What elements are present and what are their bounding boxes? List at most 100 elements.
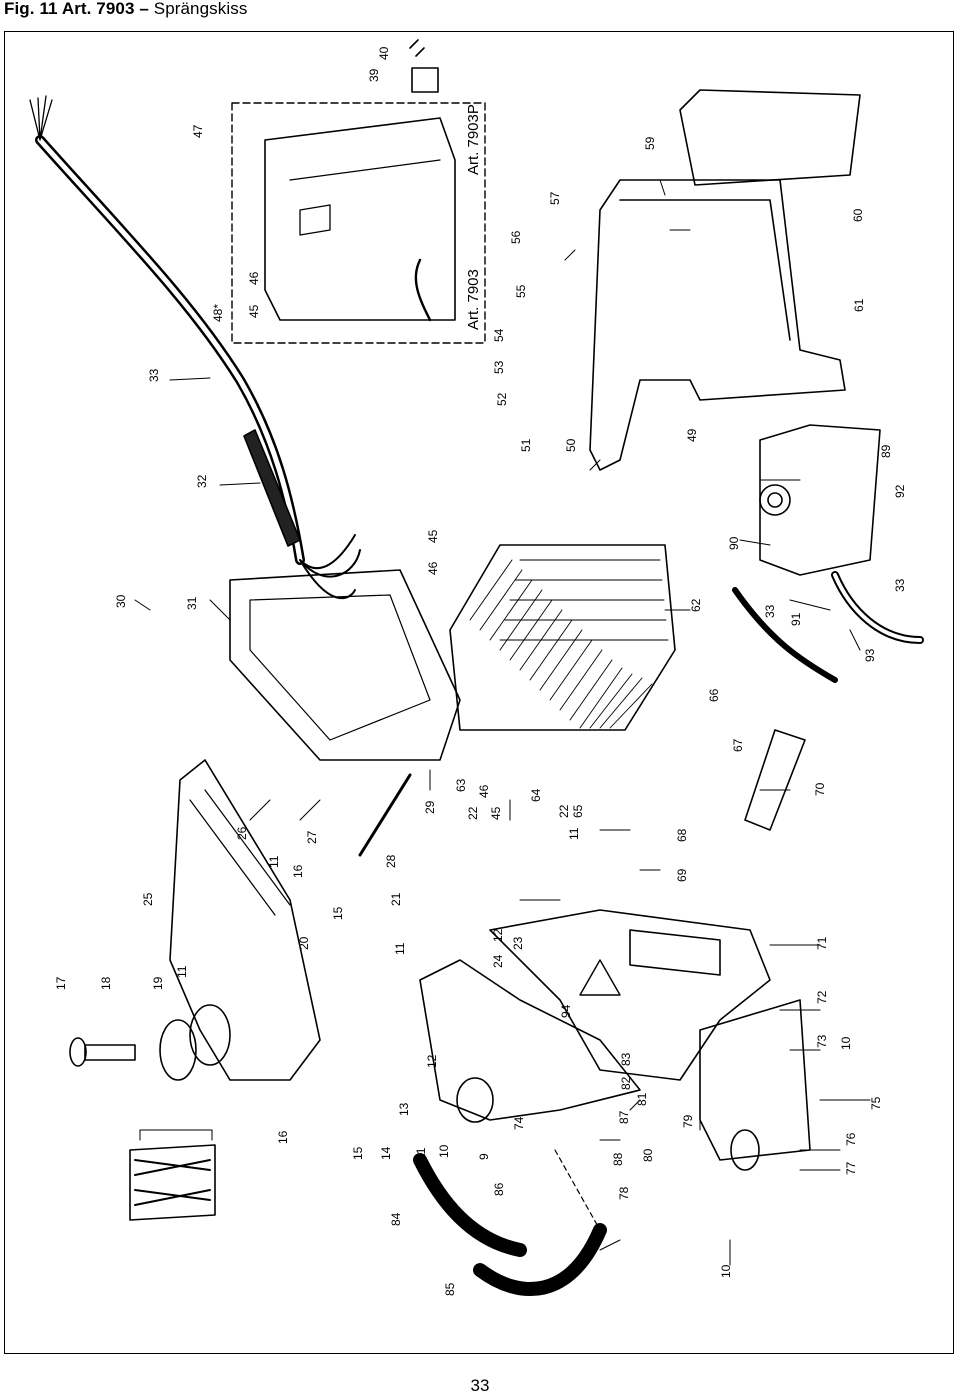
callout-10: 10 xyxy=(437,1144,451,1158)
callout-20: 20 xyxy=(297,936,311,950)
callout-60: 60 xyxy=(851,208,865,222)
callout-22: 22 xyxy=(557,804,571,818)
callout-68: 68 xyxy=(675,828,689,842)
drawing-frame xyxy=(4,31,954,1354)
callout-59: 59 xyxy=(643,136,657,150)
callout-93: 93 xyxy=(863,648,877,662)
callout-89: 89 xyxy=(879,444,893,458)
callout-86: 86 xyxy=(492,1182,506,1196)
callout-39: 39 xyxy=(367,68,381,82)
callout-45b: 45 xyxy=(426,529,440,543)
power-cable xyxy=(35,135,305,565)
callout-61: 61 xyxy=(852,298,866,312)
title-dash: – xyxy=(139,0,149,18)
callout-13: 13 xyxy=(397,1102,411,1116)
callout-57: 57 xyxy=(548,191,562,205)
callout-11c: 11 xyxy=(393,942,407,955)
callout-29: 29 xyxy=(423,800,437,814)
base-frame xyxy=(229,569,461,761)
figure-subtitle: Sprängskiss xyxy=(153,0,248,18)
callout-32: 32 xyxy=(195,474,209,488)
callout-9: 9 xyxy=(477,1153,491,1160)
callout-31: 31 xyxy=(185,596,199,610)
callout-10b: 10 xyxy=(839,1036,853,1050)
callout-28: 28 xyxy=(384,854,398,868)
callout-46b: 46 xyxy=(426,561,440,575)
callout-12: 12 xyxy=(491,928,505,942)
transformer xyxy=(449,544,676,731)
callout-76: 76 xyxy=(844,1132,858,1146)
callout-72: 72 xyxy=(815,990,829,1004)
lower-arm xyxy=(419,959,641,1121)
callout-71: 71 xyxy=(815,936,829,950)
callout-62: 62 xyxy=(689,598,703,612)
callout-14: 14 xyxy=(379,1146,393,1160)
grip-handle xyxy=(744,729,806,831)
callout-53: 53 xyxy=(492,360,506,374)
callout-11b: 11 xyxy=(267,855,281,868)
inset-dashed-box xyxy=(231,102,486,344)
control-board xyxy=(264,117,456,321)
callout-16: 16 xyxy=(291,864,305,878)
callout-79: 79 xyxy=(681,1114,695,1128)
main-body xyxy=(489,909,771,1081)
callout-83: 83 xyxy=(619,1052,633,1066)
callout-45c: 45 xyxy=(489,806,503,820)
callout-54: 54 xyxy=(492,328,506,342)
callout-46: 46 xyxy=(247,271,261,285)
figure-label: Fig. 11 xyxy=(4,0,58,18)
callout-91: 91 xyxy=(789,612,803,626)
callout-67: 67 xyxy=(731,738,745,752)
callout-49: 49 xyxy=(685,428,699,442)
callout-64: 64 xyxy=(529,788,543,802)
cable-sleeve xyxy=(243,429,301,547)
callout-17: 17 xyxy=(54,976,68,990)
callout-48: 48* xyxy=(211,304,225,322)
callout-30: 30 xyxy=(114,594,128,608)
callout-63: 63 xyxy=(454,778,468,792)
callout-56: 56 xyxy=(509,230,523,244)
callout-23: 23 xyxy=(511,936,525,950)
callout-77: 77 xyxy=(844,1161,858,1175)
callout-50: 50 xyxy=(564,438,578,452)
callout-46c: 46 xyxy=(477,784,491,798)
callout-47: 47 xyxy=(191,124,205,138)
callout-92: 92 xyxy=(893,484,907,498)
callout-11: 11 xyxy=(567,827,581,840)
callout-27: 27 xyxy=(305,830,319,844)
callout-51: 51 xyxy=(519,438,533,452)
side-plate xyxy=(679,89,861,186)
callout-74: 74 xyxy=(512,1116,526,1130)
callout-12b: 12 xyxy=(425,1054,439,1068)
inset-label-7903p: Art. 7903P xyxy=(465,104,482,175)
hose-84 xyxy=(413,1153,527,1257)
article-label: Art. 7903 xyxy=(61,0,135,18)
callout-22b: 22 xyxy=(466,806,480,820)
callout-90: 90 xyxy=(727,536,741,550)
callout-33: 33 xyxy=(147,368,161,382)
callout-84: 84 xyxy=(389,1212,403,1226)
callout-65: 65 xyxy=(571,804,585,818)
callout-25: 25 xyxy=(141,892,155,906)
terminal-block xyxy=(411,67,439,93)
callout-45: 45 xyxy=(247,304,261,318)
callout-33b: 33 xyxy=(763,604,777,618)
callout-75: 75 xyxy=(869,1096,883,1110)
callout-94: 94 xyxy=(559,1004,573,1018)
switch-box xyxy=(759,424,881,576)
callout-15b: 15 xyxy=(351,1146,365,1160)
rod xyxy=(358,773,412,857)
callout-52: 52 xyxy=(495,392,509,406)
callout-11d: 11 xyxy=(175,965,189,978)
jaw xyxy=(699,999,811,1161)
callout-26: 26 xyxy=(235,826,249,840)
callout-55: 55 xyxy=(514,284,528,298)
callout-11e: 11 xyxy=(414,1147,428,1160)
callout-87: 87 xyxy=(617,1110,631,1124)
callout-40: 40 xyxy=(377,46,391,60)
callout-81: 81 xyxy=(635,1092,649,1106)
callout-88: 88 xyxy=(611,1152,625,1166)
callout-66: 66 xyxy=(707,688,721,702)
callout-73: 73 xyxy=(815,1034,829,1048)
